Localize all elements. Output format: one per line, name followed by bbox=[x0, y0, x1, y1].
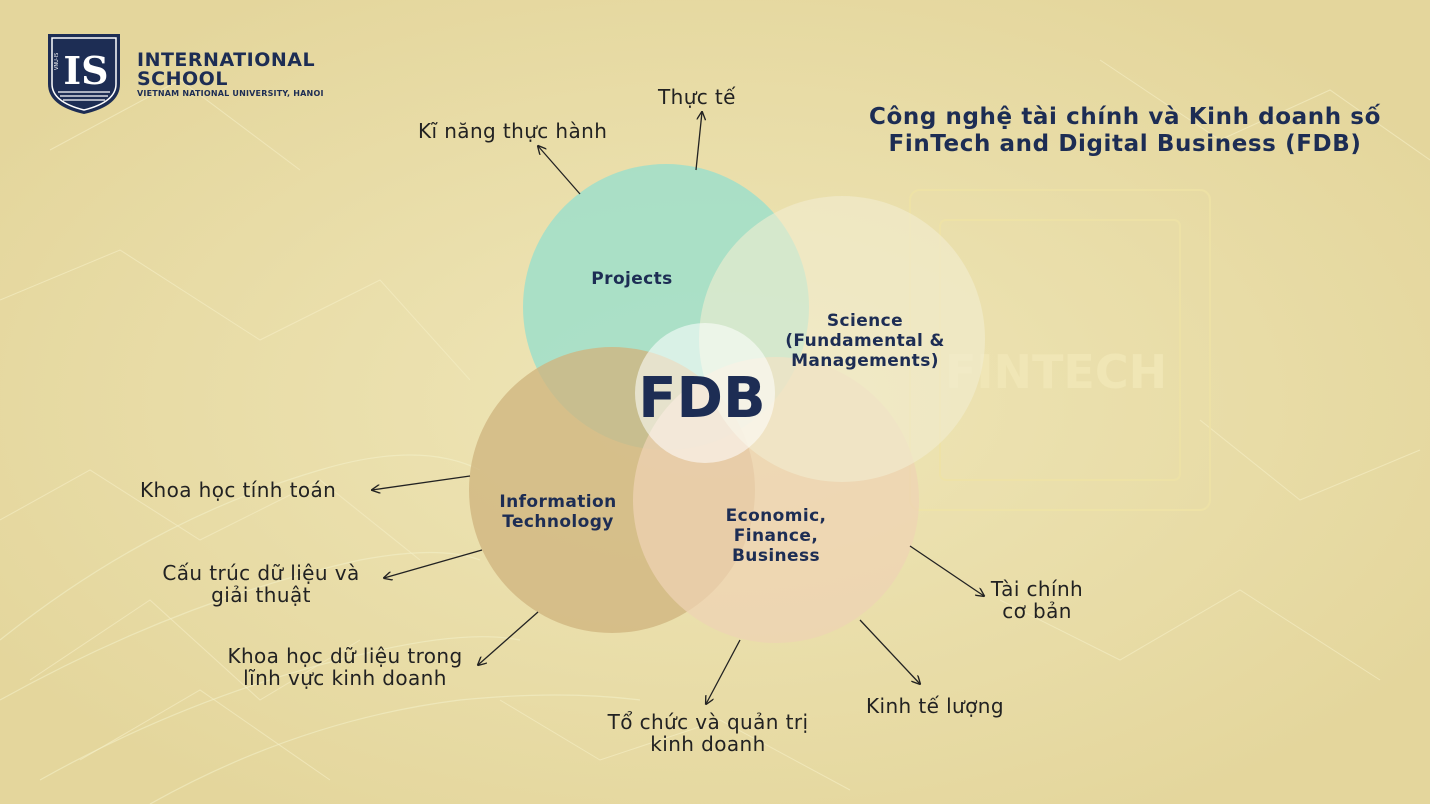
label-tai-chinh-co-ban: Tài chính cơ bản bbox=[970, 578, 1104, 622]
label-thuc-te-text: Thực tế bbox=[658, 85, 736, 109]
hand-wireframe bbox=[0, 454, 641, 804]
logo-line-3: VIETNAM NATIONAL UNIVERSITY, HANOI bbox=[137, 89, 324, 98]
network-lines bbox=[0, 59, 1430, 791]
label-science: Science (Fundamental & Managements) bbox=[770, 311, 960, 371]
arrow-cau-truc bbox=[384, 549, 483, 578]
arrow-tai-chinh bbox=[909, 545, 984, 596]
label-khdl-line-2: lĩnh vực kinh doanh bbox=[243, 666, 447, 690]
logo-line-2: SCHOOL bbox=[137, 68, 228, 90]
logo-emblem-side: VNU-IS bbox=[54, 53, 60, 70]
label-information-technology: Information Technology bbox=[480, 492, 636, 532]
label-khoa-hoc-tinh-toan-text: Khoa học tính toán bbox=[140, 478, 337, 502]
label-economic: Economic, Finance, Business bbox=[700, 506, 852, 566]
label-tai-chinh-line-1: Tài chính bbox=[990, 577, 1084, 601]
center-label-fdb: FDB bbox=[638, 366, 766, 431]
label-ki-nang-thuc-hanh: Kĩ năng thực hành bbox=[418, 120, 607, 142]
arrow-khdl bbox=[478, 611, 539, 665]
title-line-2: FinTech and Digital Business (FDB) bbox=[888, 131, 1362, 157]
arrow-thuc-te bbox=[695, 112, 702, 171]
label-it-line-1: Information bbox=[499, 492, 617, 512]
arrow-to-chuc bbox=[706, 639, 741, 704]
label-khoa-hoc-tinh-toan: Khoa học tính toán bbox=[140, 479, 336, 501]
shield-icon bbox=[48, 34, 120, 114]
label-science-line-2: (Fundamental & bbox=[785, 331, 945, 351]
label-cau-truc-line-2: giải thuật bbox=[211, 583, 311, 607]
logo-text: INTERNATIONAL SCHOOL VIETNAM NATIONAL UN… bbox=[137, 50, 324, 98]
logo-emblem-letters: IS bbox=[63, 48, 108, 93]
arrow-ki-nang bbox=[538, 146, 581, 195]
title-line-1: Công nghệ tài chính và Kinh doanh số bbox=[868, 104, 1381, 130]
label-economic-line-1: Economic, bbox=[725, 506, 827, 526]
page-title: Công nghệ tài chính và Kinh doanh số Fin… bbox=[840, 104, 1410, 158]
arrow-khoa-hoc-tinh-toan bbox=[372, 475, 471, 490]
label-it-line-2: Technology bbox=[502, 512, 614, 532]
label-khoa-hoc-du-lieu: Khoa học dữ liệu trong lĩnh vực kinh doa… bbox=[212, 645, 478, 689]
label-to-chuc-line-1: Tổ chức và quản trị bbox=[607, 710, 809, 734]
label-science-line-3: Managements) bbox=[791, 351, 939, 371]
label-khdl-line-1: Khoa học dữ liệu trong bbox=[227, 644, 463, 668]
logo-line-1: INTERNATIONAL bbox=[137, 49, 316, 71]
label-to-chuc-line-2: kinh doanh bbox=[650, 732, 766, 756]
label-science-line-1: Science bbox=[826, 311, 904, 331]
label-projects-text: Projects bbox=[591, 269, 673, 289]
school-logo: IS VNU-IS bbox=[48, 34, 120, 114]
label-kinh-te-luong: Kinh tế lượng bbox=[866, 695, 1004, 717]
label-cau-truc-line-1: Cấu trúc dữ liệu và bbox=[162, 561, 360, 585]
label-thuc-te: Thực tế bbox=[658, 86, 736, 108]
label-ki-nang-text: Kĩ năng thực hành bbox=[418, 119, 608, 143]
label-cau-truc-du-lieu: Cấu trúc dữ liệu và giải thuật bbox=[148, 562, 374, 606]
label-economic-line-2: Finance, bbox=[733, 526, 819, 546]
circle-fdb-center bbox=[635, 323, 775, 463]
label-projects: Projects bbox=[566, 269, 698, 289]
arrow-kinh-te-luong bbox=[859, 619, 920, 684]
label-tai-chinh-line-2: cơ bản bbox=[1002, 599, 1072, 623]
label-to-chuc-quan-tri: Tổ chức và quản trị kinh doanh bbox=[590, 711, 826, 755]
label-economic-line-3: Business bbox=[731, 546, 821, 566]
label-kinh-te-luong-text: Kinh tế lượng bbox=[866, 694, 1004, 718]
